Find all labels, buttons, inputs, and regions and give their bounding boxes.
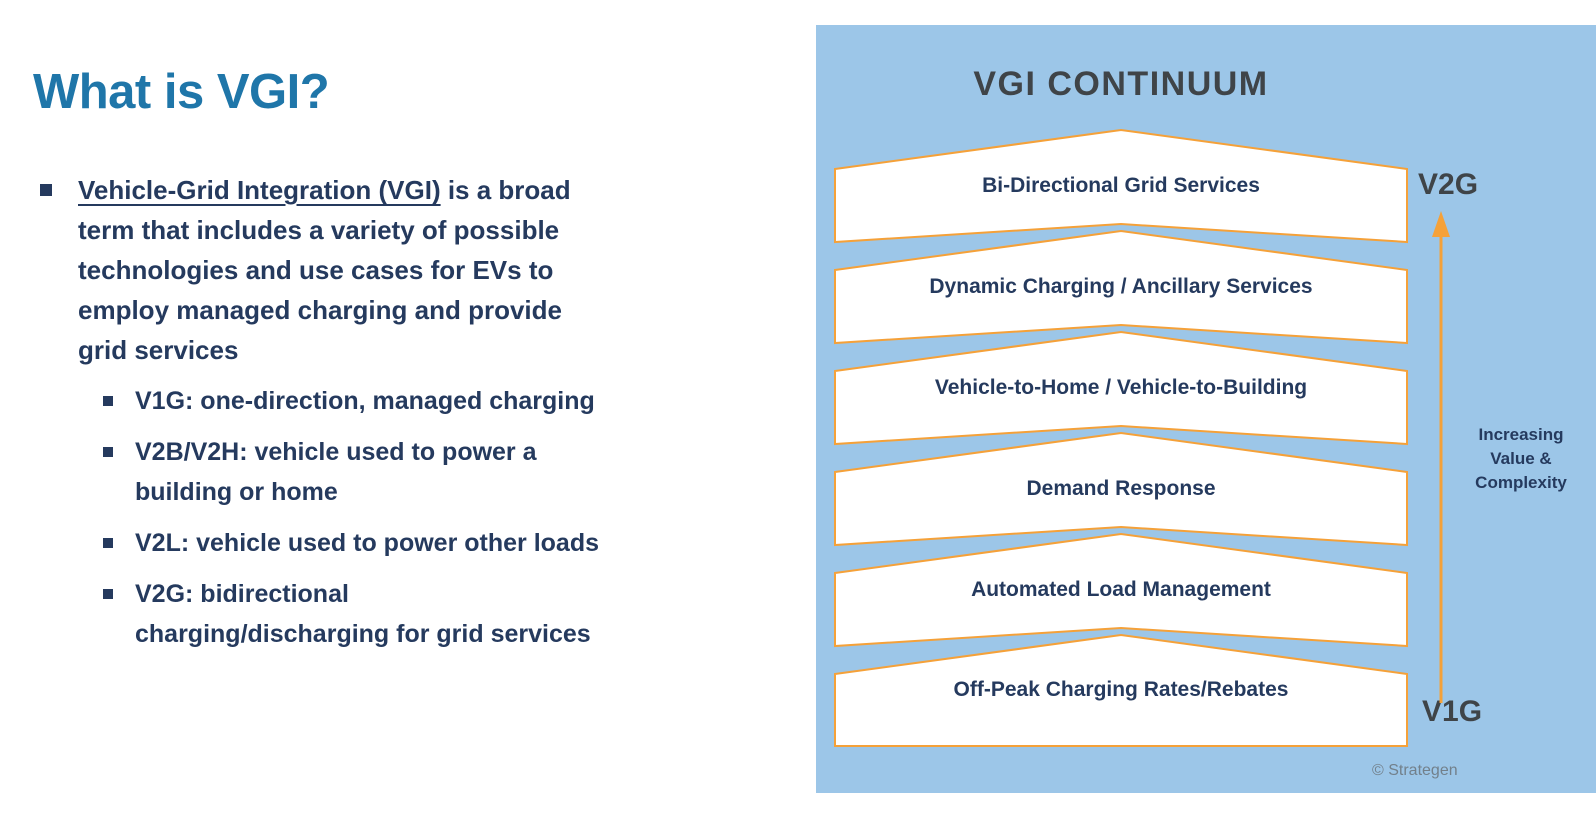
main-bullet-line: Vehicle-Grid Integration (VGI) is a broa…	[78, 170, 571, 210]
sub-bullet-text: V2G: bidirectional charging/discharging …	[135, 574, 591, 654]
sub-bullet-item-v1g: V1G: one-direction, managed charging	[0, 381, 790, 421]
bullet-square-icon	[103, 396, 113, 406]
sub-bullet-line: V1G: one-direction, managed charging	[135, 387, 595, 415]
sub-bullet-text: V2L: vehicle used to power other loads	[135, 523, 599, 563]
sub-bullet-text: V1G: one-direction, managed charging	[135, 381, 595, 421]
sub-bullet-item-v2b-v2h: V2B/V2H: vehicle used to power a buildin…	[0, 432, 790, 512]
underlined-term: Vehicle-Grid Integration (VGI)	[78, 175, 441, 205]
bullet-square-icon	[103, 538, 113, 548]
arrow-caption-line: Value &	[1490, 449, 1552, 468]
sub-bullet-line: V2L: vehicle used to power other loads	[135, 529, 599, 557]
copyright-credit: © Strategen	[1372, 762, 1458, 779]
sub-bullet-line: V2G: bidirectional	[135, 580, 349, 608]
body-copy: Vehicle-Grid Integration (VGI) is a broa…	[0, 170, 790, 654]
chevron-shape	[834, 431, 1408, 547]
main-bullet-text: Vehicle-Grid Integration (VGI) is a broa…	[78, 170, 571, 370]
chevron-stack-graphic	[834, 129, 1408, 747]
line-text: is a broad	[440, 175, 571, 205]
v2g-end-label: V2G	[1418, 168, 1479, 201]
sub-bullet-item-v2l: V2L: vehicle used to power other loads	[0, 523, 790, 563]
sub-bullet-line: charging/discharging for grid services	[135, 620, 591, 648]
continuum-level-label: Off-Peak Charging Rates/Rebates	[953, 678, 1289, 701]
chevron-shape	[834, 633, 1408, 747]
arrow-caption: Increasing Value & Complexity	[1446, 423, 1596, 495]
main-bullet-line: technologies and use cases for EVs to	[78, 255, 554, 285]
bullet-square-icon	[40, 184, 52, 196]
v1g-end-label: V1G	[1422, 695, 1483, 728]
sub-bullet-line: V2B/V2H: vehicle used to power a	[135, 438, 537, 466]
chevron-shape	[834, 229, 1408, 345]
sub-bullet-item-v2g: V2G: bidirectional charging/discharging …	[0, 574, 790, 654]
arrow-caption-line: Complexity	[1475, 473, 1567, 492]
bullet-square-icon	[103, 589, 113, 599]
increasing-value-arrow-icon	[1432, 211, 1450, 703]
continuum-level-label: Automated Load Management	[971, 578, 1271, 601]
continuum-level-label: Demand Response	[1026, 477, 1216, 500]
continuum-level-label: Bi-Directional Grid Services	[982, 174, 1260, 197]
sub-bullet-text: V2B/V2H: vehicle used to power a buildin…	[135, 432, 537, 512]
chevron-shape	[834, 330, 1408, 446]
page-title: What is VGI?	[33, 65, 330, 119]
sub-bullet-line: building or home	[135, 478, 338, 506]
main-bullet-item: Vehicle-Grid Integration (VGI) is a broa…	[0, 170, 790, 370]
main-bullet-line: grid services	[78, 335, 239, 365]
chevron-shape	[834, 532, 1408, 648]
main-bullet-line: employ managed charging and provide	[78, 295, 562, 325]
continuum-level-label: Vehicle-to-Home / Vehicle-to-Building	[934, 376, 1308, 399]
bullet-square-icon	[103, 447, 113, 457]
vgi-continuum-panel: VGI CONTINUUM Bi-Directional Grid Servic…	[816, 25, 1596, 793]
chevron-shape	[834, 129, 1408, 244]
arrow-caption-line: Increasing	[1478, 425, 1564, 444]
sub-bullet-list: V1G: one-direction, managed charging V2B…	[0, 381, 790, 654]
diagram-title: VGI CONTINUUM	[973, 65, 1269, 103]
continuum-level-label: Dynamic Charging / Ancillary Services	[929, 275, 1313, 298]
main-bullet-line: term that includes a variety of possible	[78, 215, 560, 245]
